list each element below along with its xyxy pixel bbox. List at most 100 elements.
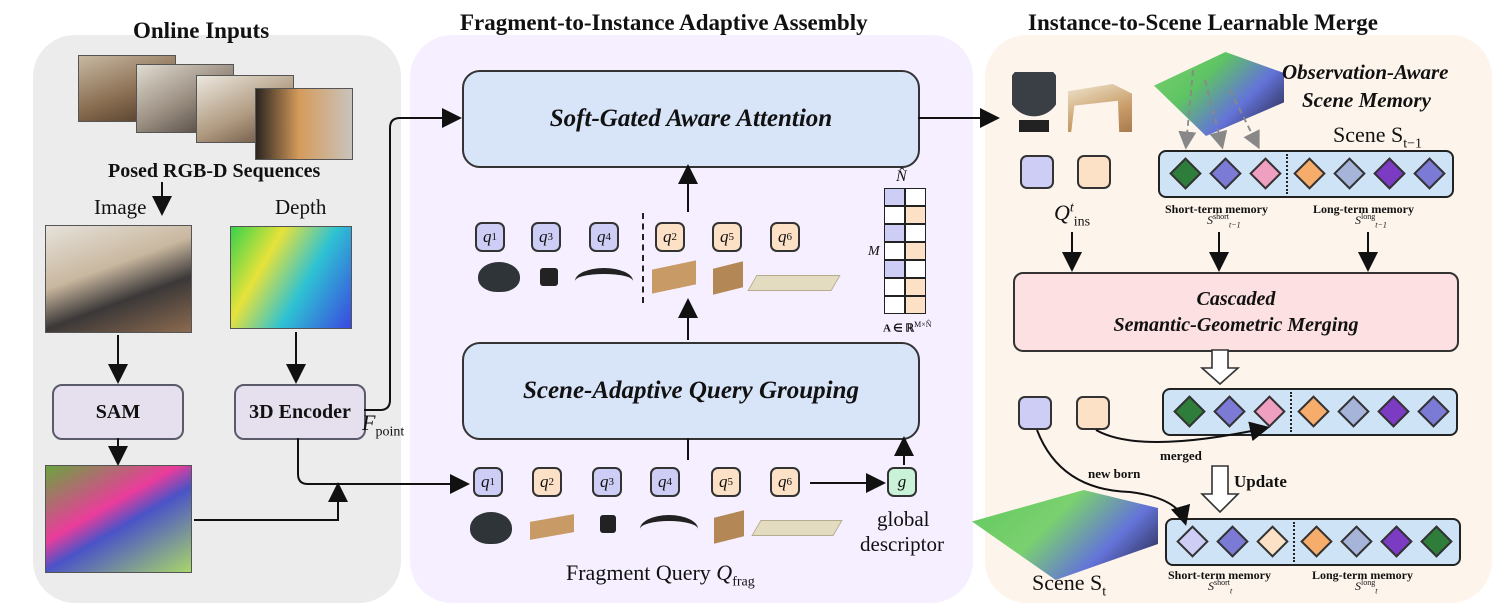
f-point-sub: point bbox=[375, 424, 405, 440]
scene-now-label: Scene St bbox=[1032, 570, 1106, 600]
merged-label: merged bbox=[1160, 448, 1202, 463]
input-chair-arm bbox=[600, 515, 616, 533]
scene-prev-text: Scene S bbox=[1333, 122, 1404, 147]
matrix-cell bbox=[884, 206, 905, 224]
matrix-cell bbox=[884, 224, 905, 242]
matrix-cell bbox=[905, 242, 926, 260]
q-ins-sub: ins bbox=[1073, 214, 1091, 230]
3d-encoder-module: 3D Encoder bbox=[234, 384, 366, 440]
depth-image bbox=[230, 226, 352, 329]
s-short-now-sup: short bbox=[1214, 578, 1230, 587]
posed-rgbd-label: Posed RGB-D Sequences bbox=[108, 160, 321, 182]
s-short-prev-symbol: S bbox=[1207, 213, 1213, 227]
dashed-memory-1 bbox=[1178, 69, 1197, 150]
q-frag-symbol: Q bbox=[716, 560, 733, 585]
s-long-prev-sub: t−1 bbox=[1375, 220, 1387, 230]
s-long-now-sup: long bbox=[1361, 578, 1376, 587]
merge-query-orange bbox=[1076, 396, 1110, 430]
query-symbol: q bbox=[600, 472, 609, 491]
matrix-n-label: N̂ bbox=[896, 168, 907, 185]
query-symbol: q bbox=[539, 227, 548, 246]
q-frag-sub: frag bbox=[732, 574, 755, 590]
query-symbol: q bbox=[663, 227, 672, 246]
rgb-image bbox=[45, 225, 192, 333]
s-long-now-sub: t bbox=[1375, 586, 1378, 596]
s-short-prev-sup: short bbox=[1213, 212, 1229, 221]
merging-line2: Semantic-Geometric Merging bbox=[1113, 314, 1359, 336]
query-symbol: q bbox=[597, 227, 606, 246]
long-term-label-prev: Long-term memory bbox=[1313, 202, 1414, 216]
input-chair-seat bbox=[470, 512, 512, 544]
matrix-cell bbox=[905, 278, 926, 296]
group-divider bbox=[642, 213, 644, 303]
q-ins-sup: t bbox=[1069, 200, 1074, 216]
fragment-query-label: Fragment Query Qfrag bbox=[566, 560, 755, 590]
q-ins-symbol: Q bbox=[1054, 200, 1070, 225]
query-subscript: 1 bbox=[489, 476, 496, 488]
query-symbol: q bbox=[778, 472, 787, 491]
query-subscript: 6 bbox=[786, 476, 793, 488]
query-symbol: q bbox=[720, 227, 729, 246]
query-symbol: q bbox=[778, 227, 787, 246]
q-ins-label: Qtins bbox=[1054, 200, 1090, 230]
arrow-new-born bbox=[1036, 429, 1191, 526]
s-short-now-sub: t bbox=[1230, 586, 1233, 596]
query-symbol: q bbox=[483, 227, 492, 246]
rgb-frame-4 bbox=[255, 88, 353, 160]
matrix-cell bbox=[884, 242, 905, 260]
short-long-divider bbox=[1290, 392, 1292, 432]
fragment-query-text: Fragment Query bbox=[566, 560, 711, 585]
query-subscript: 2 bbox=[671, 231, 678, 243]
f-point-symbol: F bbox=[362, 410, 376, 435]
query-subscript: 1 bbox=[491, 231, 498, 243]
s-short-prev: Sshortt−1 bbox=[1207, 212, 1241, 229]
arrow-encoder-to-attention bbox=[364, 108, 462, 411]
arrow-encoder-to-query bbox=[297, 438, 470, 494]
matrix-caption-text: A ∈ ℝ bbox=[883, 322, 915, 335]
matrix-cell bbox=[884, 188, 905, 206]
matrix-cell bbox=[905, 260, 926, 278]
matrix-cell bbox=[905, 188, 926, 206]
memory-strip-updated bbox=[1165, 518, 1461, 566]
query-subscript: 4 bbox=[666, 476, 673, 488]
query-symbol: q bbox=[658, 472, 667, 491]
s-short-prev-sub: t−1 bbox=[1229, 220, 1241, 230]
memory-strip-prev bbox=[1158, 150, 1454, 198]
s-long-now-symbol: S bbox=[1355, 579, 1361, 593]
short-long-divider bbox=[1293, 522, 1295, 562]
matrix-cell bbox=[905, 206, 926, 224]
short-term-label-prev: Short-term memory bbox=[1165, 202, 1268, 216]
global-descriptor-g: g bbox=[887, 467, 917, 497]
instance-query-orange bbox=[1077, 155, 1111, 189]
matrix-caption: A ∈ ℝM×N̂ bbox=[883, 320, 932, 335]
query-symbol: q bbox=[719, 472, 728, 491]
s-short-now-symbol: S bbox=[1208, 579, 1214, 593]
dashed-memory-3 bbox=[1229, 89, 1260, 150]
matrix-caption-sup: M×N̂ bbox=[914, 320, 932, 329]
merging-block: Cascaded Semantic-Geometric Merging bbox=[1013, 272, 1459, 352]
chair-instance-render bbox=[1012, 72, 1056, 132]
query-subscript: 2 bbox=[548, 476, 555, 488]
global-descriptor-line1: global bbox=[877, 507, 930, 531]
chair-arm-fragment bbox=[540, 268, 558, 286]
query-subscript: 3 bbox=[547, 231, 554, 243]
scene-now-text: Scene S bbox=[1032, 570, 1103, 595]
hollow-arrow-update bbox=[1200, 465, 1240, 514]
memory-title-line1: Observation-Aware bbox=[1282, 60, 1449, 84]
matrix-cell bbox=[905, 224, 926, 242]
matrix-cell bbox=[884, 260, 905, 278]
f-point-label: Fpoint bbox=[362, 410, 404, 440]
instance-query-blue bbox=[1020, 155, 1054, 189]
depth-label: Depth bbox=[275, 195, 327, 219]
merge-query-blue bbox=[1018, 396, 1052, 430]
query-subscript: 6 bbox=[786, 231, 793, 243]
matrix-cell bbox=[905, 296, 926, 314]
scene-prev-label: Scene St−1 bbox=[1333, 122, 1422, 152]
query-symbol: q bbox=[540, 472, 549, 491]
arrow-seg-to-query bbox=[194, 482, 348, 521]
